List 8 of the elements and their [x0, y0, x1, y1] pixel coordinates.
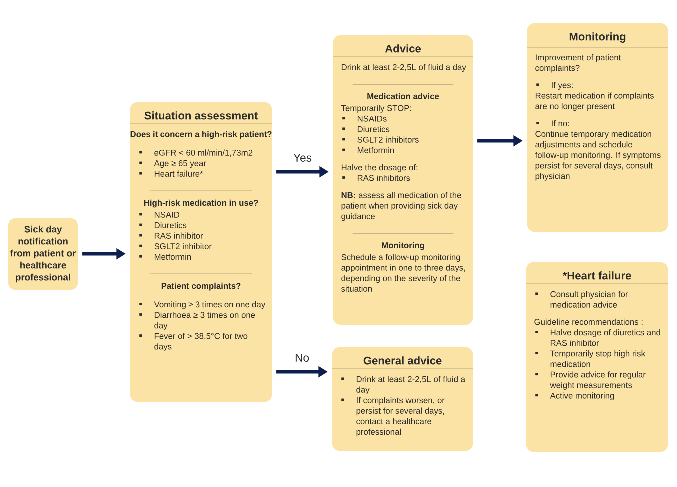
flow-box: General advice Drink at least 2-2,5L of fluid a day If complaints worsen, or persist for several days, contact a healthcare professional	[332, 347, 474, 452]
flow-box: Monitoring Improvement of patient complaints? If yes: Restart medication if complaints are no longer present If no: Continue temporary medication adjustments and schedule follow-up monitoring. If symptoms persist for several days, consult physician	[526, 23, 669, 232]
flow-box: Advice Drink at least 2-2,5L of fluid a day Medication advice Temporarily STOP: NSAIDs Diuretics SGLT2 inhibitors Metformin Halve the dosage of: RAS inhibitors NB: assess all medication of the patient when providing sick day guidance Monitoring Schedule a follow-up monitoring appointment in one to three days, depending on the severity of the situation	[332, 35, 474, 326]
edge-label: Yes	[294, 154, 312, 162]
flow-box: *Heart failure Consult physician for medication advice Guideline recommendations : Halve dosage of diuretics and RAS inhibitor Temporarily stop high risk medication Provide advice for regular weight measurements Active monitoring	[526, 262, 669, 452]
flow-box: Situation assessment Does it concern a high-risk patient? eGFR < 60 ml/min/1,73m2 Age ≥ 65 year Heart failure* High-risk medication in use? NSAID Diuretics RAS inhibitor SGLT2 inhibitor Metformin Patient complaints? Vomiting ≥ 3 times on one day Diarrhoea ≥ 3 times on one day Fever of > 38,5°C for two days	[130, 102, 273, 402]
flow-box: Sick day notification from patient or healthcare professional	[8, 218, 78, 290]
edge-label: No	[296, 354, 310, 362]
